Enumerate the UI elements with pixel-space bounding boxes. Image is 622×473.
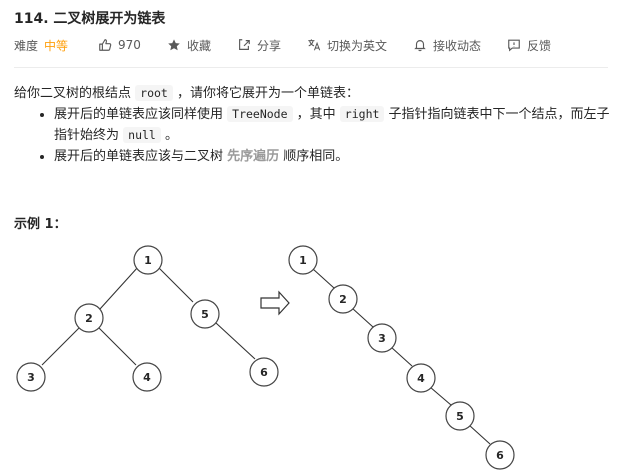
thumbs-up-icon [99, 39, 112, 51]
notify-label: 接收动态 [432, 38, 481, 53]
star-icon [168, 39, 180, 51]
feedback-label: 反馈 [527, 38, 552, 53]
translate-icon [308, 39, 321, 51]
inline-code-right: right [339, 106, 385, 122]
example-diagram: 1 2 3 4 5 6 1 2 [16, 245, 515, 470]
list-node: 6 [485, 440, 515, 470]
translate-label: 切换为英文 [326, 38, 387, 53]
list-node: 1 [288, 245, 318, 275]
svg-text:6: 6 [496, 449, 504, 462]
svg-text:4: 4 [143, 371, 151, 384]
inline-code-treenode: TreeNode [227, 106, 293, 122]
problem-meta-bar: 难度 中等 970 收藏 分享 切换为英文 接收动态 反馈 [14, 36, 551, 54]
tree-node: 2 [74, 303, 104, 333]
difficulty-label: 难度 [14, 38, 39, 53]
svg-text:1: 1 [144, 254, 152, 267]
svg-text:3: 3 [27, 371, 35, 384]
difficulty-value: 中等 [44, 38, 69, 53]
header-divider [14, 67, 608, 68]
tree-node: 4 [132, 362, 162, 392]
list-node: 4 [406, 363, 436, 393]
tree-node: 3 [16, 362, 46, 392]
svg-text:3: 3 [378, 332, 386, 345]
svg-text:4: 4 [417, 372, 425, 385]
favorite-button[interactable]: 收藏 [167, 37, 211, 54]
preorder-highlight: 先序遍历 [227, 149, 280, 164]
list-node: 3 [367, 323, 397, 353]
problem-intro: 给你二叉树的根结点 root ，请你将它展开为一个单链表： [14, 82, 359, 101]
requirement-text: 顺序相同。 [279, 149, 349, 164]
intro-text-before: 给你二叉树的根结点 [14, 86, 136, 101]
tree-node: 6 [249, 357, 279, 387]
tree-node: 1 [133, 245, 163, 275]
notify-button[interactable]: 接收动态 [413, 37, 481, 54]
feedback-icon [508, 39, 520, 52]
translate-button[interactable]: 切换为英文 [307, 37, 387, 54]
requirement-item: 展开后的单链表应该同样使用 TreeNode ，其中 right 子指针指向链表… [54, 104, 614, 146]
favorite-label: 收藏 [186, 38, 211, 53]
hollow-arrow-icon [260, 290, 290, 316]
inline-code-null: null [123, 127, 161, 143]
requirement-text: 展开后的单链表应该同样使用 [54, 107, 228, 122]
requirement-text: 。 [160, 128, 178, 143]
tree-node: 5 [190, 299, 220, 329]
requirement-text: ，其中 [292, 107, 340, 122]
intro-text-after: ，请你将它展开为一个单链表： [172, 86, 359, 101]
svg-text:5: 5 [456, 410, 464, 423]
share-button[interactable]: 分享 [237, 37, 281, 54]
svg-text:6: 6 [260, 366, 268, 379]
share-label: 分享 [256, 38, 281, 53]
svg-text:1: 1 [299, 254, 307, 267]
example-title: 示例 1： [14, 217, 67, 232]
inline-code-root: root [135, 85, 173, 101]
problem-title: 114. 二叉树展开为链表 [14, 11, 166, 27]
like-button[interactable]: 970 [98, 38, 141, 52]
svg-text:5: 5 [201, 308, 209, 321]
requirement-item: 展开后的单链表应该与二叉树 先序遍历 顺序相同。 [54, 147, 614, 167]
requirement-text: 子指针指向链表中下一个结点，而左子指针始终为 [54, 107, 610, 143]
svg-text:2: 2 [339, 293, 347, 306]
list-node: 2 [328, 284, 358, 314]
svg-text:2: 2 [85, 312, 93, 325]
share-icon [239, 39, 250, 50]
like-count: 970 [118, 38, 141, 52]
bell-icon [414, 40, 426, 52]
list-node: 5 [445, 401, 475, 431]
requirement-text: 展开后的单链表应该与二叉树 [54, 149, 228, 164]
feedback-button[interactable]: 反馈 [507, 37, 551, 54]
requirement-list: 展开后的单链表应该同样使用 TreeNode ，其中 right 子指针指向链表… [14, 104, 614, 168]
